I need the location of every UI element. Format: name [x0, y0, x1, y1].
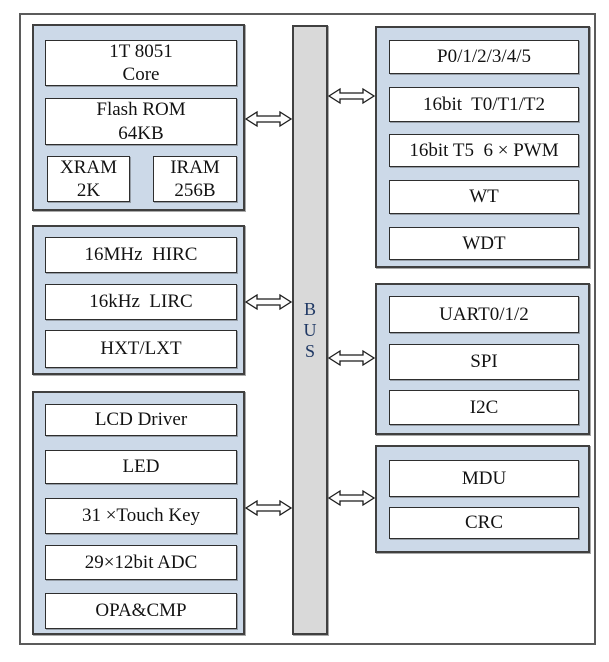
block-ports: P0/1/2/3/4/5	[389, 40, 579, 74]
block-mdu: MDU	[389, 460, 579, 497]
block-crc: CRC	[389, 507, 579, 539]
bus-arrow-icon	[245, 293, 292, 311]
block-xram: XRAM 2K	[47, 156, 130, 202]
block-8051-core: 1T 8051 Core	[45, 40, 237, 86]
block-touch-key: 31 ×Touch Key	[45, 498, 237, 534]
bus-arrow-icon	[328, 87, 375, 105]
block-i2c: I2C	[389, 390, 579, 425]
block-timers-t0-t1-t2: 16bit T0/T1/T2	[389, 87, 579, 122]
bus-arrow-icon	[245, 110, 292, 128]
group-math-units: MDU CRC	[375, 445, 590, 553]
block-flash-rom: Flash ROM 64KB	[45, 98, 237, 145]
block-hirc: 16MHz HIRC	[45, 237, 237, 273]
bus-arrow-icon	[328, 349, 375, 367]
bus-arrow-icon	[245, 499, 292, 517]
block-hxt-lxt: HXT/LXT	[45, 330, 237, 368]
block-wt: WT	[389, 180, 579, 214]
block-led: LED	[45, 450, 237, 484]
block-uart: UART0/1/2	[389, 296, 579, 333]
bus-label: B U S	[303, 298, 317, 361]
diagram-outer-frame	[19, 13, 596, 645]
block-lirc: 16kHz LIRC	[45, 284, 237, 320]
bus-arrow-icon	[328, 489, 375, 507]
block-spi: SPI	[389, 344, 579, 380]
group-clock-sources: 16MHz HIRC 16kHz LIRC HXT/LXT	[32, 225, 245, 375]
block-opa-cmp: OPA&CMP	[45, 593, 237, 629]
group-display-analog: LCD Driver LED 31 ×Touch Key 29×12bit AD…	[32, 391, 245, 635]
group-ports-timers: P0/1/2/3/4/5 16bit T0/T1/T2 16bit T5 6 ×…	[375, 26, 590, 268]
group-comm-interfaces: UART0/1/2 SPI I2C	[375, 283, 590, 435]
block-t5-pwm: 16bit T5 6 × PWM	[389, 134, 579, 167]
block-iram: IRAM 256B	[153, 156, 237, 202]
block-adc: 29×12bit ADC	[45, 545, 237, 580]
block-lcd-driver: LCD Driver	[45, 404, 237, 436]
group-core-memory: 1T 8051 Core Flash ROM 64KB XRAM 2K IRAM…	[32, 24, 245, 211]
block-wdt: WDT	[389, 227, 579, 260]
bus-bar: B U S	[292, 25, 328, 635]
